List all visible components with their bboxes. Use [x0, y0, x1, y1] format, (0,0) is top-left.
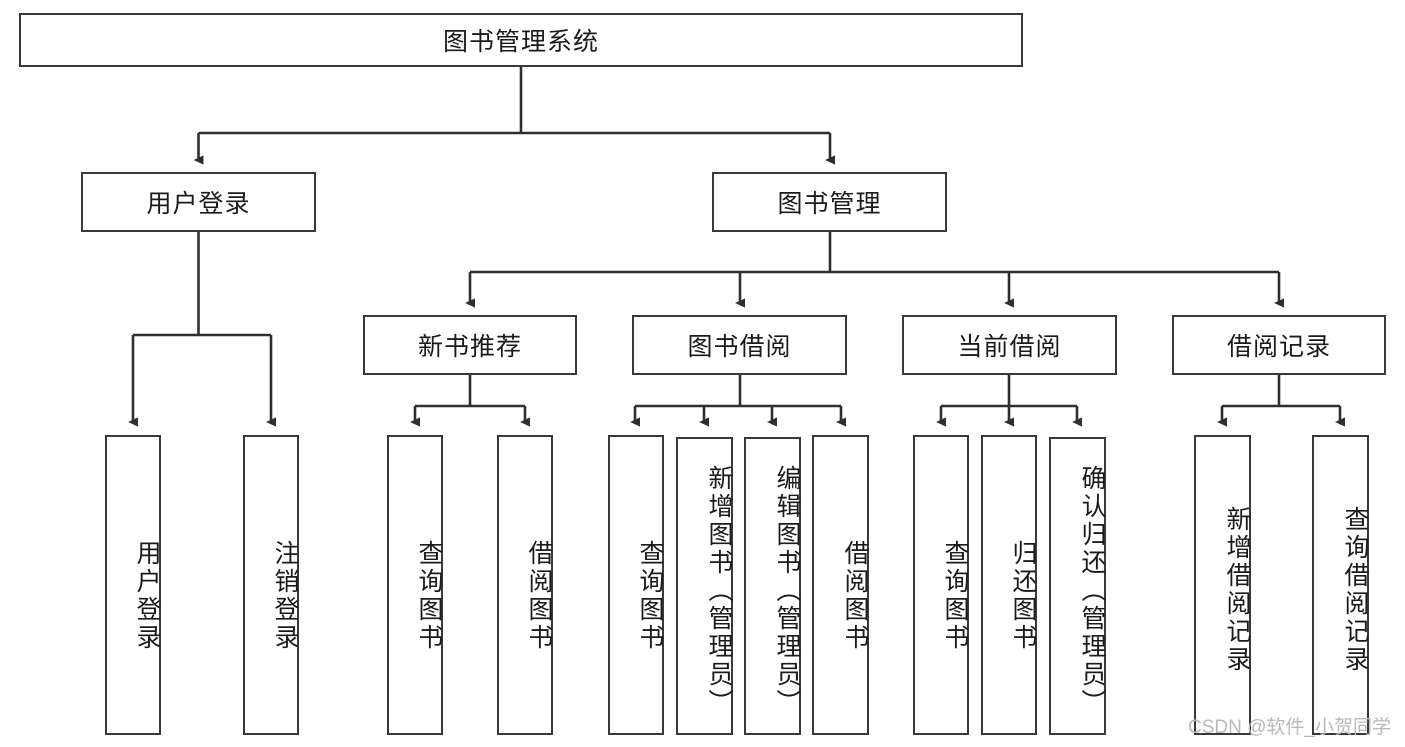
- node-label: 图书管理: [777, 190, 882, 218]
- node-current-borrow[interactable]: 当前借阅: [902, 315, 1117, 375]
- leaf-user-login[interactable]: 用户登录: [105, 435, 161, 735]
- node-user-login[interactable]: 用户登录: [81, 172, 316, 232]
- node-borrow-record[interactable]: 借阅记录: [1172, 315, 1386, 375]
- node-label: 归还图书: [1009, 540, 1037, 652]
- node-label: 借阅图书: [525, 540, 553, 652]
- leaf-query-book-borrow[interactable]: 查询图书: [608, 435, 664, 735]
- node-root-book-management-system[interactable]: 图书管理系统: [19, 13, 1023, 67]
- leaf-query-book-recommend[interactable]: 查询图书: [387, 435, 443, 735]
- node-label: 编辑图书（管理员）: [773, 465, 801, 717]
- node-label: 查询图书: [415, 540, 443, 652]
- node-book-management[interactable]: 图书管理: [712, 172, 947, 232]
- node-label: 用户登录: [146, 190, 251, 218]
- node-label: 确认归还（管理员）: [1078, 465, 1106, 717]
- node-new-book-recommend[interactable]: 新书推荐: [363, 315, 577, 375]
- leaf-edit-book-admin[interactable]: 编辑图书（管理员）: [744, 437, 801, 735]
- node-label: 查询借阅记录: [1341, 506, 1369, 674]
- node-label: 查询图书: [941, 540, 969, 652]
- leaf-add-borrow-record[interactable]: 新增借阅记录: [1194, 435, 1251, 735]
- leaf-logout[interactable]: 注销登录: [243, 435, 299, 735]
- node-label: 图书借阅: [687, 333, 792, 361]
- node-label: 查询图书: [636, 540, 664, 652]
- csdn-watermark: CSDN @软件_小贺同学: [1188, 717, 1391, 738]
- leaf-return-book[interactable]: 归还图书: [981, 435, 1037, 735]
- node-label: 新增图书（管理员）: [705, 465, 733, 717]
- node-label: 当前借阅: [957, 333, 1062, 361]
- leaf-query-book-current[interactable]: 查询图书: [913, 435, 969, 735]
- leaf-borrow-book-recommend[interactable]: 借阅图书: [497, 435, 553, 735]
- node-label: 新书推荐: [417, 333, 522, 361]
- node-label: 借阅记录: [1226, 333, 1331, 361]
- node-label: 图书管理系统: [442, 28, 599, 56]
- node-label: 借阅图书: [841, 540, 869, 652]
- node-book-borrow[interactable]: 图书借阅: [632, 315, 847, 375]
- node-label: 注销登录: [271, 540, 299, 652]
- node-label: 用户登录: [133, 540, 161, 652]
- leaf-add-book-admin[interactable]: 新增图书（管理员）: [676, 437, 733, 735]
- leaf-confirm-return-admin[interactable]: 确认归还（管理员）: [1049, 437, 1106, 735]
- node-label: 新增借阅记录: [1223, 506, 1251, 674]
- leaf-borrow-book[interactable]: 借阅图书: [812, 435, 869, 735]
- leaf-query-borrow-record[interactable]: 查询借阅记录: [1312, 435, 1369, 735]
